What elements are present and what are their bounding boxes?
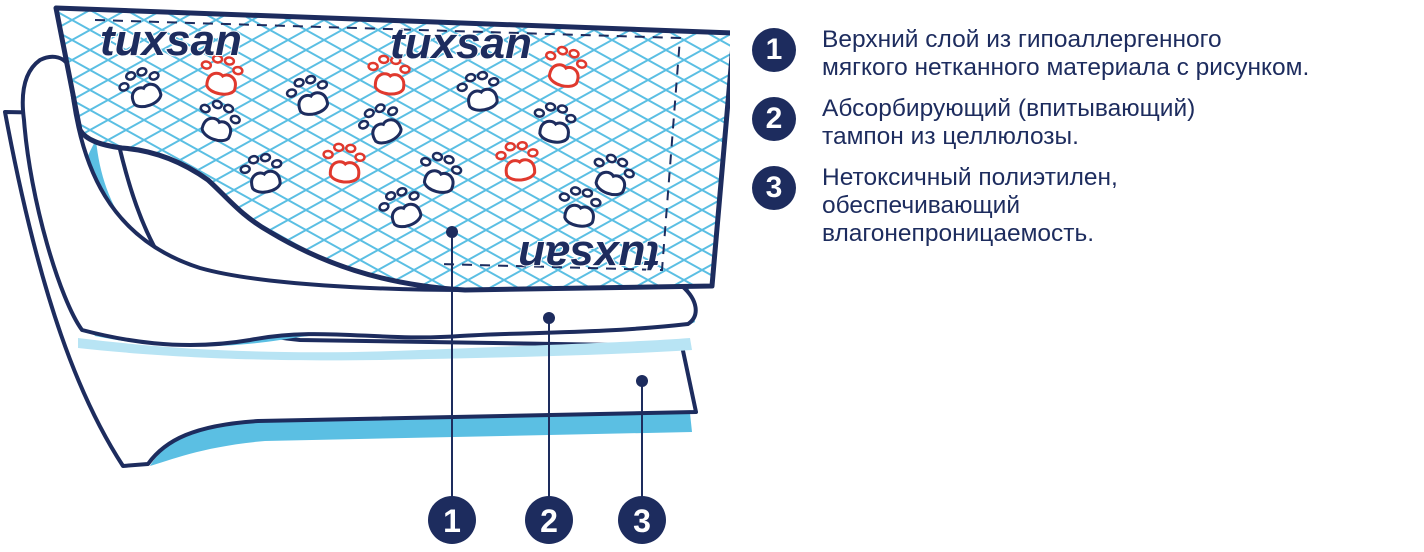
logo-bottom-mirrored: tuxsan	[518, 232, 660, 281]
legend-text-3: Нетоксичный полиэтилен, обеспечивающий в…	[822, 164, 1118, 247]
callout-3: 3	[618, 496, 666, 544]
paw-print-icon	[545, 45, 588, 88]
callout-badge-2	[525, 496, 573, 544]
callout-2: 2	[525, 496, 573, 544]
layer-1-sheet-outline	[53, 5, 730, 293]
leader-dot-1	[446, 226, 458, 238]
paw-print-icon	[322, 142, 366, 184]
paw-print-icon	[199, 99, 241, 143]
paw-print-group	[118, 45, 635, 229]
layer-2-pale-edge	[78, 338, 692, 361]
layer-legend: 1 Верхний слой из гипоаллергенного мягко…	[752, 26, 1420, 261]
paw-print-icon	[378, 186, 423, 229]
legend-item-3: 3 Нетоксичный полиэтилен, обеспечивающий…	[752, 164, 1420, 248]
paw-print-icon	[533, 102, 577, 144]
callout-badge-1	[428, 496, 476, 544]
paw-print-icon	[558, 186, 602, 228]
paw-print-icon	[118, 66, 163, 109]
paw-print-icon	[239, 152, 283, 194]
leader-lines	[446, 226, 648, 500]
layer-1-top-sheet: tuxsan tuxsan tuxsan	[53, 5, 730, 293]
paw-print-icon	[200, 54, 244, 96]
logo-top-left: tuxsan	[100, 16, 242, 65]
callout-badge-3	[618, 496, 666, 544]
paw-print-icon	[420, 151, 463, 194]
callout-number-1: 1	[443, 503, 461, 539]
legend-badge-2: 2	[752, 97, 796, 141]
layer-3-blue-edge	[150, 413, 692, 466]
dashed-border	[94, 19, 682, 272]
callout-1: 1	[428, 496, 476, 544]
paw-print-icon	[367, 54, 411, 96]
legend-badge-3: 3	[752, 166, 796, 210]
leader-dot-3	[636, 375, 648, 387]
paw-print-icon	[593, 153, 635, 197]
logo-top-right: tuxsan	[390, 19, 532, 68]
legend-text-2: Абсорбирующий (впитывающий) тампон из це…	[822, 95, 1196, 150]
leader-dot-2	[543, 312, 555, 324]
legend-item-1: 1 Верхний слой из гипоаллергенного мягко…	[752, 26, 1420, 82]
callout-number-3: 3	[633, 503, 651, 539]
paw-print-icon	[456, 70, 500, 112]
paw-print-icon	[358, 103, 403, 145]
legend-badge-1: 1	[752, 28, 796, 72]
paw-print-icon	[495, 140, 539, 182]
callout-number-2: 2	[540, 503, 558, 539]
layered-pad-diagram: tuxsan tuxsan tuxsan 1 2 3	[3, 5, 730, 544]
paw-print-icon	[285, 74, 330, 116]
legend-item-2: 2 Абсорбирующий (впитывающий) тампон из …	[752, 95, 1420, 151]
legend-text-1: Верхний слой из гипоаллергенного мягкого…	[822, 26, 1310, 81]
